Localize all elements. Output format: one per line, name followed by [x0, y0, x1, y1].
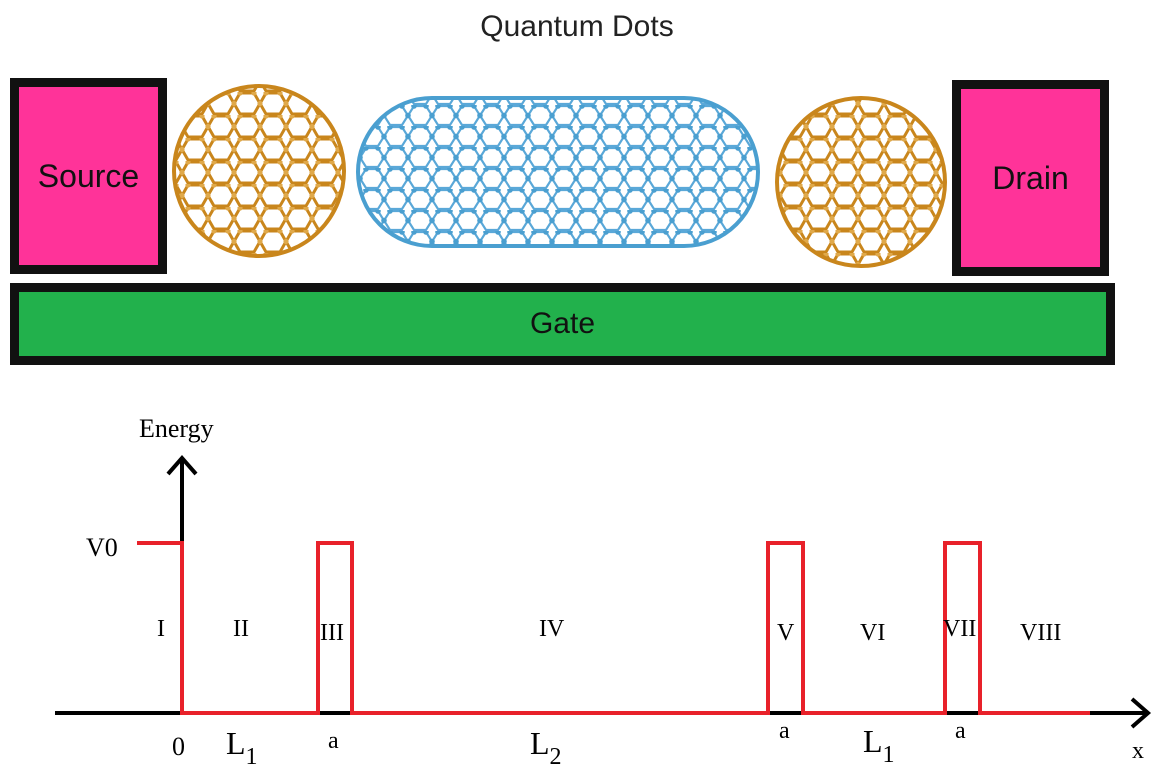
source-label: Source — [37, 157, 140, 194]
drain-label: Drain — [992, 159, 1069, 196]
l1-right-label: L1 — [863, 723, 895, 768]
drain-electrode: Drain — [952, 80, 1109, 276]
potential-profile — [137, 541, 1090, 715]
l2-label: L2 — [530, 725, 562, 769]
gate-electrode: Gate — [10, 283, 1115, 365]
region-label-iii: III — [320, 620, 344, 646]
origin-label: 0 — [172, 732, 185, 761]
l1-left-label: L1 — [226, 725, 258, 769]
region-label-viii: VIII — [1020, 620, 1061, 646]
region-label-i: I — [157, 616, 165, 642]
barrier-width-label: a — [328, 728, 339, 754]
source-electrode: Source — [10, 78, 167, 274]
c60-fullerene-icon — [172, 84, 346, 258]
x-axis-arrowhead — [1130, 697, 1152, 729]
region-label-ii: II — [233, 616, 249, 642]
region-label-vii: VII — [943, 616, 976, 642]
barrier-width-label: a — [955, 718, 966, 744]
y-axis-arrowhead — [166, 454, 198, 476]
carbon-nanotube-icon — [356, 96, 760, 248]
diagram-title: Quantum Dots — [480, 10, 674, 43]
barrier-width-label: a — [779, 718, 790, 744]
region-label-v: V — [777, 620, 795, 646]
region-label-vi: VI — [860, 620, 885, 646]
energy-axis-label: Energy — [139, 414, 214, 443]
v0-label: V0 — [86, 533, 118, 562]
gate-label: Gate — [529, 307, 596, 340]
region-label-iv: IV — [539, 616, 565, 642]
c60-fullerene-icon — [775, 96, 947, 268]
x-axis-label: x — [1132, 738, 1144, 764]
